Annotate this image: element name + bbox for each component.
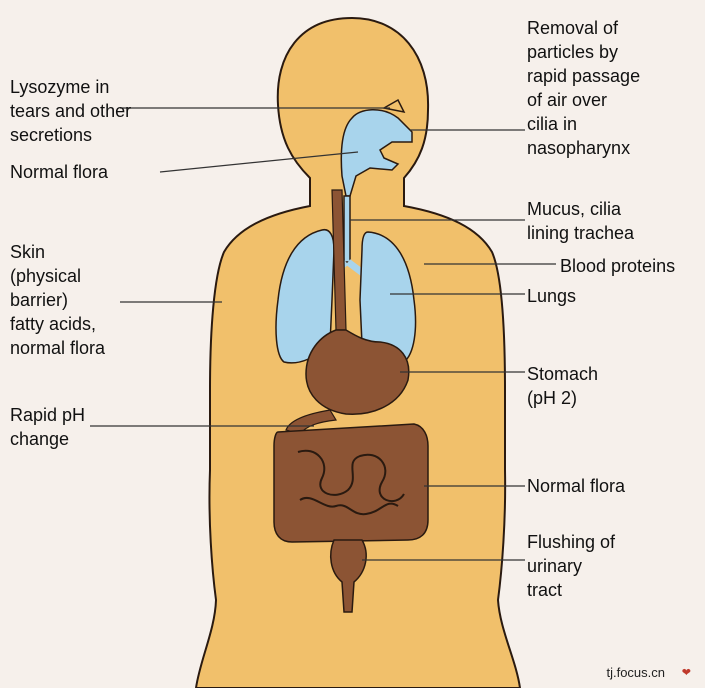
bladder bbox=[329, 539, 367, 613]
trachea bbox=[343, 195, 351, 263]
label-normal-flora-lower: Normal flora bbox=[527, 476, 626, 496]
leader-normal-flora-upper bbox=[159, 151, 359, 173]
label-stomach: Stomach(pH 2) bbox=[527, 364, 599, 408]
label-lungs: Lungs bbox=[527, 286, 577, 306]
large-intestine bbox=[273, 423, 429, 543]
label-normal-flora-upper: Normal flora bbox=[10, 162, 109, 182]
nasal-airway bbox=[340, 109, 413, 197]
heart-icon: ❤ bbox=[681, 667, 691, 679]
label-blood-proteins: Blood proteins bbox=[560, 256, 676, 276]
leader-lines bbox=[90, 107, 556, 561]
small-intestine bbox=[297, 449, 405, 516]
stomach bbox=[305, 329, 410, 415]
nose bbox=[381, 98, 406, 114]
watermark-text: tj.focus.cn bbox=[606, 665, 665, 680]
